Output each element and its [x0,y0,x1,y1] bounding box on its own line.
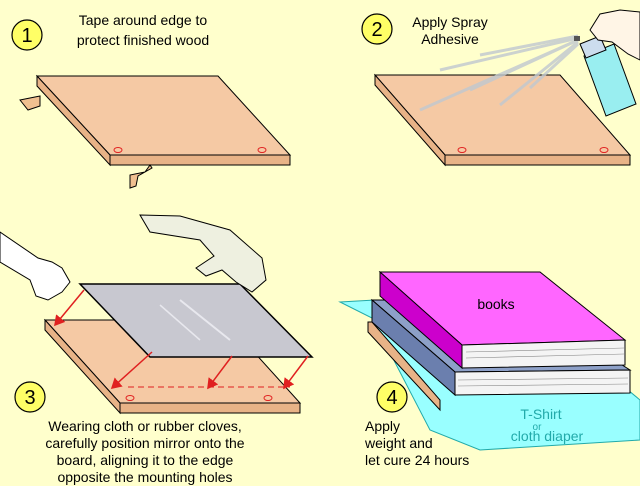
board-top [35,75,292,156]
tape-strip-left [19,95,41,111]
step-number: 3 [24,387,35,409]
mirror [78,283,314,358]
book-blue-spine [371,298,456,397]
gloved-hand-left [0,231,71,301]
caption-line: protect finished wood [76,32,210,48]
mounting-hole [263,395,273,401]
board-left-edge [367,321,441,412]
gloved-hand-right [139,214,267,293]
book-magenta-pages [461,339,626,369]
caption-line: Apply Spray [412,14,488,30]
books-label: books [477,296,514,312]
step-1-caption: Tape around edge to protect finished woo… [48,12,238,49]
caption-line: weight and [365,435,433,451]
or-label: or [533,422,543,433]
panel-1-board [19,74,292,189]
mirror-reflection [179,299,231,341]
hand [589,9,640,61]
panel-2-board [373,9,640,167]
step-1-badge: 1 [11,19,43,51]
mounting-hole [113,147,123,153]
step-number: 1 [21,25,32,47]
caption-line: let cure 24 hours [365,452,470,468]
board-front-edge [109,154,291,166]
placement-arrows [54,289,309,390]
mounting-hole [457,147,467,153]
mounting-hole [125,395,135,401]
board-left-edge [374,73,446,167]
spray-can [574,35,637,117]
step-3-badge: 3 [14,381,46,413]
caption-line: opposite the mounting holes [57,469,233,485]
caption-line: Adhesive [421,31,479,47]
caption-line: Wearing cloth or rubber cloves, [48,418,242,434]
step-4-badge: 4 [376,381,408,413]
mounting-hole [599,147,609,153]
tshirt-label: T-Shirt [520,406,561,422]
step-2-badge: 2 [361,13,393,45]
diaper-label: cloth diaper [511,428,584,444]
caption-line: Apply [365,418,401,434]
caption-line: board, aligning it to the edge [56,452,234,468]
step-3-caption: Wearing cloth or rubber cloves, carefull… [5,418,285,486]
book-blue-pages [454,369,631,396]
board-front-edge [119,402,301,414]
book-magenta-spine [379,270,463,370]
panel-4-stack [338,270,640,451]
mounting-hole [257,147,267,153]
spray-mist [419,34,580,112]
page-lines [457,347,629,387]
board-front-edge [444,154,631,166]
caption-line: carefully position mirror onto the [45,435,245,451]
step-number: 4 [386,387,397,409]
tape-strip-bottom [129,164,153,189]
caption-line: Tape around edge to [78,12,208,28]
mirror-reflection [159,304,201,341]
step-2-caption: Apply Spray Adhesive [400,14,500,48]
board-left-edge [44,318,121,415]
panel-3-board [0,214,314,415]
board-left-edge [36,74,111,167]
board-top [373,74,632,156]
step-4-caption: Apply weight and let cure 24 hours [365,418,515,469]
step-number: 2 [371,19,382,41]
